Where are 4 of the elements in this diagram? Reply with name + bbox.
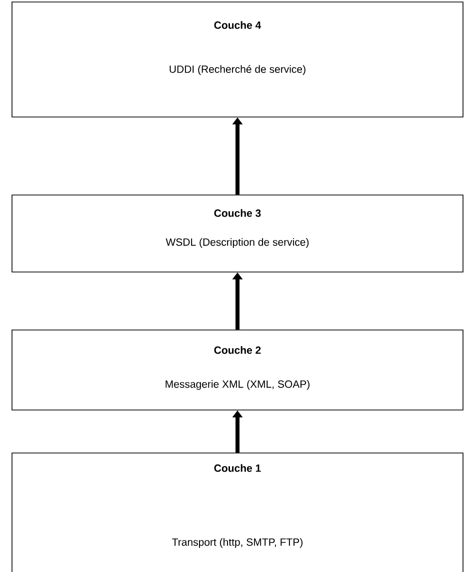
layer-box: Couche 3 WSDL (Description de service): [12, 194, 464, 272]
layer-box: Couche 4 UDDI (Recherché de service): [12, 2, 464, 118]
layer-box: Couche 2 Messagerie XML (XML, SOAP): [12, 330, 464, 410]
layer-box: Couche 1 Transport (http, SMTP, FTP): [12, 452, 464, 572]
